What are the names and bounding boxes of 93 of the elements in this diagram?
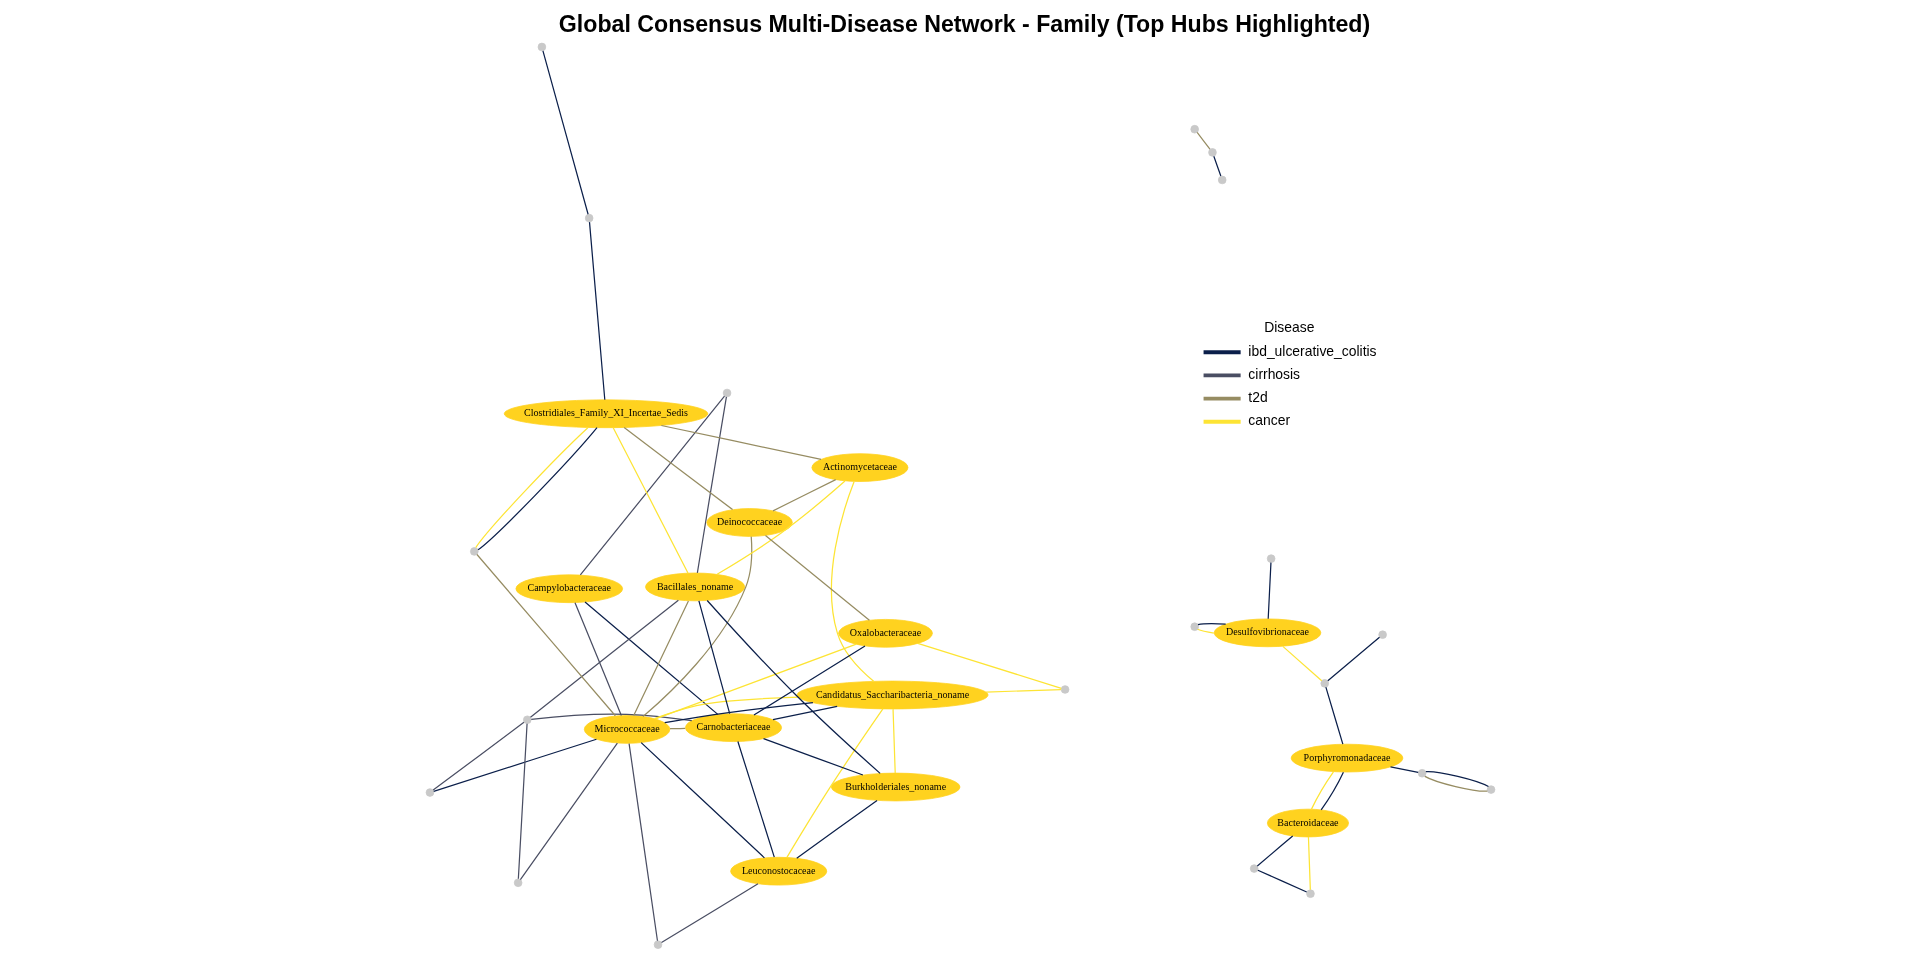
node-circle [469, 547, 479, 556]
connector [530, 713, 692, 722]
connector [1389, 766, 1419, 774]
connector [1307, 836, 1311, 891]
connector [696, 396, 727, 574]
connector [984, 689, 1062, 693]
node-circle [1305, 889, 1315, 898]
node-circle [1377, 630, 1387, 639]
node-circle [1189, 622, 1199, 631]
connector [1256, 869, 1307, 893]
node-ellipse: Porphyromonadaceae [1290, 743, 1403, 773]
connector [660, 883, 759, 944]
connector [628, 742, 658, 942]
connector [771, 705, 838, 721]
node-circle [1207, 148, 1217, 157]
connector [1324, 686, 1343, 745]
node-ellipse: Bacteroidaceae [1266, 808, 1349, 838]
connector [1196, 628, 1214, 634]
connector [1212, 155, 1221, 177]
connector [663, 702, 814, 724]
connector [529, 599, 679, 718]
legend-label: t2d [1247, 388, 1268, 405]
node-circle [1249, 864, 1258, 873]
connector [736, 740, 775, 858]
connector [432, 738, 597, 792]
connector [795, 799, 878, 859]
node-circle [513, 878, 522, 888]
node-circle [1217, 175, 1226, 185]
connector [1326, 636, 1380, 682]
connector [1281, 645, 1322, 682]
node-circle [522, 715, 532, 725]
node-circle [537, 42, 546, 52]
label: Disease [1263, 319, 1314, 336]
connector [579, 395, 725, 576]
node-ellipse: Actinomycetaceae [811, 453, 908, 482]
node-ellipse: Carnobacteriaceae [684, 713, 782, 742]
connector [1256, 835, 1293, 867]
connector [830, 480, 874, 682]
connector [764, 534, 870, 621]
connector [1423, 775, 1488, 792]
connector [612, 427, 689, 574]
connector [1267, 562, 1272, 620]
connector [640, 742, 765, 859]
node-circle [1486, 785, 1495, 794]
node-circle [1189, 125, 1199, 134]
connector [432, 721, 525, 791]
connector [891, 708, 896, 774]
node-ellipse: Clostridiales_Family_XI_Incertae_Sedis [503, 399, 708, 429]
connector [752, 645, 866, 716]
node-ellipse: Desulfovibrionaceae [1213, 618, 1321, 648]
node-circle [1060, 685, 1069, 694]
connector [654, 643, 857, 720]
node-ellipse: Micrococcaceae [583, 715, 670, 744]
legend-label: cancer [1247, 412, 1290, 429]
connector [771, 479, 836, 512]
node-ellipse: Deinococcaceae [705, 508, 793, 537]
connector [1424, 771, 1489, 788]
connector [588, 221, 605, 401]
connector [541, 50, 589, 215]
connector [916, 642, 1062, 689]
connector [623, 426, 733, 511]
connector [1310, 771, 1334, 810]
node-ellipse: Oxalobacteraceae [837, 619, 933, 648]
node-circle [425, 788, 434, 797]
node-circle [1417, 769, 1426, 778]
node-circle [584, 213, 593, 223]
connector [716, 480, 846, 575]
node-circle [653, 940, 662, 949]
connector [583, 601, 718, 715]
node-ellipse: Campylobacteraceae [515, 574, 623, 604]
connector [785, 708, 883, 858]
connector [706, 599, 881, 774]
connector [519, 742, 618, 881]
legend-label: cirrhosis [1247, 365, 1300, 382]
node-ellipse: Bacillales_noname [644, 572, 745, 602]
node-circle [1266, 554, 1275, 563]
connector [632, 600, 689, 717]
connector [517, 723, 528, 880]
connector [1196, 131, 1211, 150]
connector [475, 553, 616, 717]
connector [1320, 771, 1344, 811]
legend-label: ibd_ulcerative_colitis [1247, 342, 1377, 359]
connector [1196, 623, 1226, 626]
connector [762, 738, 863, 776]
node-circle [1320, 679, 1329, 688]
connector [653, 696, 799, 720]
diagram-title: Global Consensus Multi-Disease Network - Family (Top Hubs Highlighted) [558, 11, 1370, 38]
node-circle [722, 388, 731, 398]
connector [697, 600, 730, 715]
connector [660, 424, 822, 460]
node-ellipse: Leuconostocaceae [729, 856, 827, 886]
node-ellipse: Burkholderiales_noname [830, 772, 960, 802]
node-ellipse: Candidatus_Saccharibacteria_noname [796, 680, 988, 710]
